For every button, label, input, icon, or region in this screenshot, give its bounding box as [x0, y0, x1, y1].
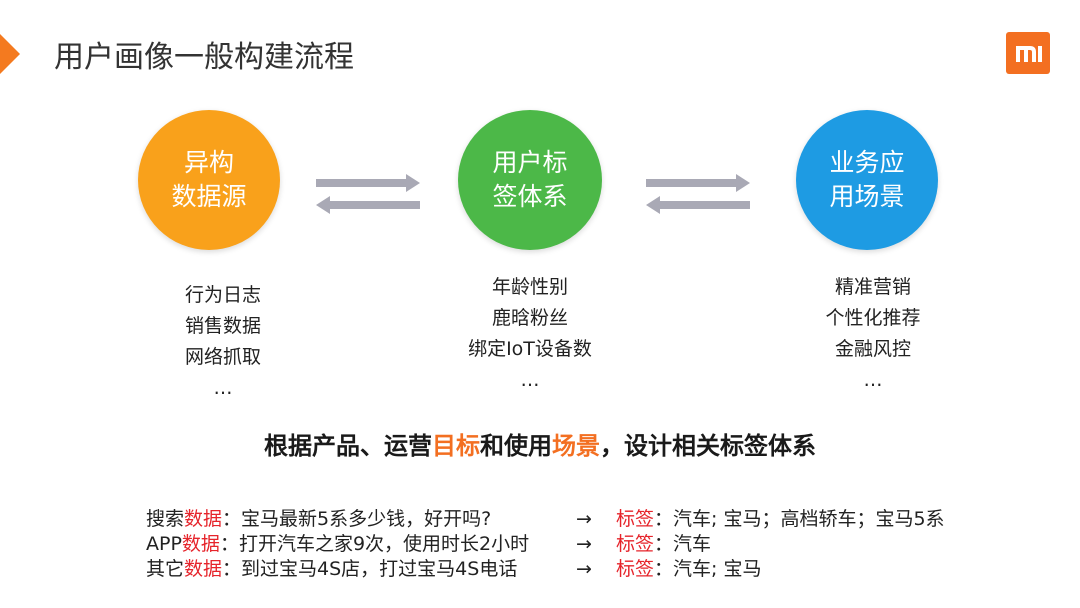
- headline-highlight-scene: 场景: [552, 432, 600, 460]
- example-tags-app: 标签：汽车: [616, 531, 711, 557]
- right-arrow: [316, 174, 420, 192]
- list-item: 销售数据: [184, 315, 261, 337]
- list-item: 鹿晗粉丝: [491, 307, 568, 329]
- list-item: …: [520, 369, 540, 391]
- tag-label: 标签: [616, 508, 655, 530]
- node-label-line2: 签体系: [492, 182, 568, 211]
- tag-values: ：汽车; 宝马: [654, 558, 762, 580]
- example-content: ：宝马最新5系多少钱，好开吗?: [222, 508, 492, 530]
- list-item: …: [213, 377, 233, 399]
- mi-logo-icon: [1016, 46, 1042, 62]
- left-arrow: [316, 196, 420, 214]
- list-item: 精准营销: [834, 276, 911, 298]
- bidirectional-arrows-2: [646, 174, 750, 214]
- list-item: 年龄性别: [491, 276, 568, 298]
- list-item: 金融风控: [834, 338, 911, 360]
- corner-accent-triangle: [0, 34, 20, 74]
- left-arrow: [646, 196, 750, 214]
- example-arrow: →: [576, 508, 592, 530]
- page-title: 用户画像一般构建流程: [54, 40, 354, 75]
- node-business-application-scenario: 业务应 用场景: [796, 110, 938, 250]
- summary-headline: 根据产品、运营目标和使用场景，设计相关标签体系: [0, 426, 1080, 461]
- example-tags-search: 标签：汽车; 宝马；高档轿车；宝马5系: [616, 506, 945, 532]
- node-label-line1: 异构: [183, 148, 234, 177]
- example-keyword: 数据: [181, 533, 220, 555]
- example-arrow: →: [576, 533, 592, 555]
- example-content: ：到过宝马4S店，打过宝马4S电话: [222, 558, 518, 580]
- application-scenario-list: 精准营销 个性化推荐 金融风控 …: [798, 272, 948, 396]
- example-row-app: APP数据：打开汽车之家9次，使用时长2小时: [146, 531, 529, 557]
- example-tags-other: 标签：汽车; 宝马: [616, 556, 761, 582]
- tag-label: 标签: [616, 558, 655, 580]
- list-item: 绑定IoT设备数: [468, 338, 592, 360]
- node-heterogeneous-data-source: 异构 数据源: [138, 110, 280, 250]
- tag-values: ：汽车: [654, 533, 712, 555]
- example-content: ：打开汽车之家9次，使用时长2小时: [219, 533, 530, 555]
- mi-logo: [1006, 32, 1050, 74]
- example-keyword: 数据: [184, 558, 223, 580]
- example-row-search: 搜索数据：宝马最新5系多少钱，好开吗?: [146, 506, 491, 532]
- example-source: 其它: [146, 558, 185, 580]
- headline-part3: ，设计相关标签体系: [600, 432, 816, 460]
- node-label-line1: 用户标: [492, 148, 568, 177]
- list-item: 网络抓取: [184, 346, 261, 368]
- node-label-line2: 数据源: [171, 182, 247, 211]
- list-item: …: [863, 369, 883, 391]
- example-source: APP: [146, 533, 182, 555]
- node-user-tag-system: 用户标 签体系: [458, 110, 602, 250]
- tag-system-list: 年龄性别 鹿晗粉丝 绑定IoT设备数 …: [440, 272, 620, 396]
- list-item: 行为日志: [184, 284, 261, 306]
- headline-part2: 和使用: [480, 432, 552, 460]
- node-label-line2: 用场景: [829, 182, 905, 211]
- example-keyword: 数据: [184, 508, 223, 530]
- headline-highlight-goal: 目标: [432, 432, 480, 460]
- data-source-list: 行为日志 销售数据 网络抓取 …: [148, 280, 298, 404]
- headline-part1: 根据产品、运营: [264, 432, 432, 460]
- example-arrow: →: [576, 558, 592, 580]
- list-item: 个性化推荐: [825, 307, 921, 329]
- right-arrow: [646, 174, 750, 192]
- tag-label: 标签: [616, 533, 655, 555]
- example-source: 搜索: [146, 508, 185, 530]
- bidirectional-arrows-1: [316, 174, 420, 214]
- node-label-line1: 业务应: [829, 148, 905, 177]
- example-row-other: 其它数据：到过宝马4S店，打过宝马4S电话: [146, 556, 517, 582]
- tag-values: ：汽车; 宝马；高档轿车；宝马5系: [654, 508, 945, 530]
